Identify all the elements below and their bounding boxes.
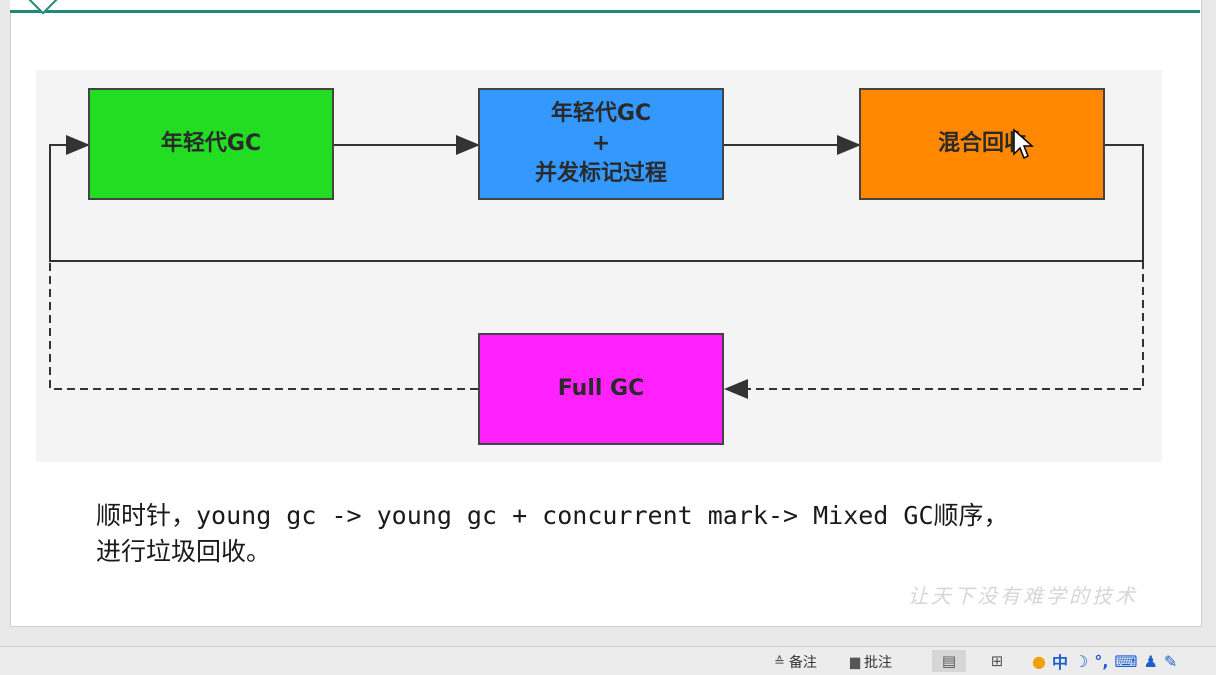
ime-toolbar[interactable]: ● 中 ☽ °, ⌨ ♟ ✎	[1032, 650, 1178, 673]
young-gc-concurrent-line3: 并发标记过程	[534, 161, 667, 186]
notes-icon: ≙	[774, 654, 785, 670]
normal-view-button[interactable]: ▤	[932, 650, 966, 672]
young-gc-concurrent-box[interactable]: 年轻代GC + 并发标记过程	[478, 88, 724, 200]
notes-button[interactable]: ≙ 备注	[774, 652, 817, 672]
arrow-dashed-to-full-gc	[724, 261, 1144, 399]
ime-language-label: 中	[1051, 653, 1068, 672]
young-gc-box[interactable]: 年轻代GC	[88, 88, 334, 200]
arrow-dashed-full-gc-back	[49, 261, 478, 390]
full-gc-box[interactable]: Full GC	[478, 333, 724, 445]
full-gc-label: Full GC	[557, 376, 645, 401]
slide-caption: 顺时针，young gc -> young gc + concurrent ma…	[96, 498, 1009, 570]
arrow-mixed-loop-back	[49, 135, 1144, 262]
slide-sorter-icon: ⊞	[990, 652, 1004, 670]
notes-label: 备注	[788, 655, 817, 671]
ime-logo-icon: ●	[1032, 651, 1046, 671]
slide-sorter-button[interactable]: ⊞	[980, 650, 1014, 672]
mixed-gc-label: 混合回收	[937, 131, 1026, 156]
comment-icon: ▆	[850, 654, 860, 670]
ime-user-icon: ♟	[1143, 651, 1158, 671]
young-gc-label: 年轻代GC	[160, 131, 262, 156]
slide-title-bar	[10, 0, 1200, 15]
watermark: 让天下没有难学的技术	[908, 584, 1138, 608]
caption-line-2: 进行垃圾回收。	[96, 537, 272, 566]
ime-moon-icon: ☽	[1073, 651, 1089, 671]
young-gc-concurrent-plus: +	[591, 131, 611, 156]
comments-label: 批注	[864, 655, 892, 671]
comments-button[interactable]: ▆ 批注	[850, 652, 892, 672]
young-gc-concurrent-line1: 年轻代GC	[550, 101, 652, 126]
ime-settings-icon: ✎	[1163, 651, 1178, 671]
ime-keyboard-icon: ⌨	[1114, 651, 1138, 671]
normal-view-icon: ▤	[941, 652, 957, 670]
caption-line-1: 顺时针，young gc -> young gc + concurrent ma…	[96, 501, 1009, 530]
ime-punct-icon: °,	[1094, 651, 1109, 671]
mouse-cursor-icon	[1013, 128, 1034, 160]
mixed-gc-box[interactable]: 混合回收	[859, 88, 1105, 200]
status-bar: ≙ 备注 ▆ 批注 ▤ ⊞ ● 中 ☽ °, ⌨ ♟ ✎	[0, 646, 1216, 675]
